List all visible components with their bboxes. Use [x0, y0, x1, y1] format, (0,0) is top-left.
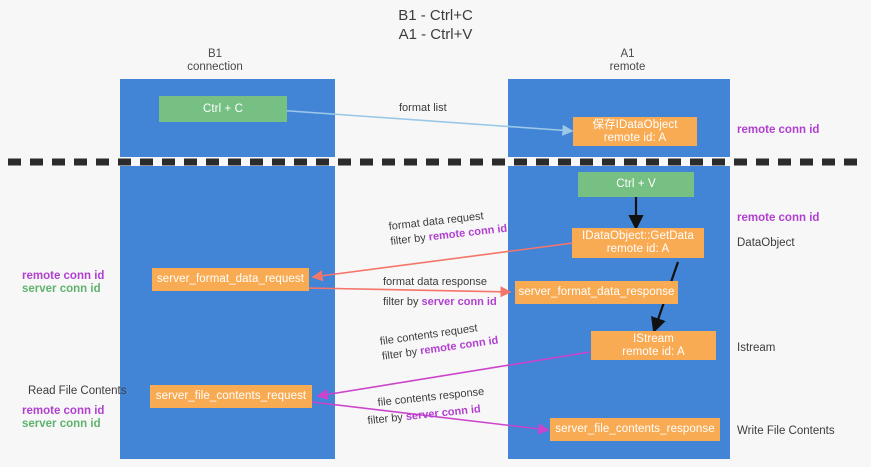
lane-b1-bottom — [120, 166, 335, 459]
left-label-remote-conn-id-2: remote conn id — [22, 405, 105, 417]
box-server-file-contents-response[interactable]: server_file_contents_response — [550, 418, 720, 441]
edge-label-group-format-data-request: format data request filter by remote con… — [388, 207, 508, 250]
column-header-b1: B1 connection — [187, 48, 243, 73]
filter-prefix: filter by — [366, 411, 407, 428]
column-header-a1: A1 remote — [609, 48, 646, 73]
left-label-server-conn-id: server conn id — [22, 283, 101, 295]
filter-key-server-conn-id: server conn id — [421, 296, 497, 308]
side-label-write-file-contents: Write File Contents — [737, 425, 835, 437]
left-label-remote-conn-id: remote conn id — [22, 270, 105, 282]
side-label-remote-conn-id-top: remote conn id — [737, 124, 820, 136]
box-save-idataobject[interactable]: 保存IDataObject remote id: A — [573, 117, 697, 146]
box-istream[interactable]: IStream remote id: A — [591, 331, 716, 360]
left-label-server-conn-id-2: server conn id — [22, 418, 101, 430]
edge-label-group-format-data-response: format data response filter by server co… — [383, 275, 497, 315]
side-label-remote-conn-id-mid: remote conn id — [737, 212, 820, 224]
filter-prefix: filter by — [389, 231, 430, 248]
edge-label-format-data-response-filter: filter by server conn id — [383, 289, 497, 315]
left-label-read-file-contents: Read File Contents — [28, 385, 127, 397]
filter-prefix: filter by — [383, 296, 422, 308]
side-label-istream: Istream — [737, 342, 776, 354]
filter-key-server-conn-id: server conn id — [405, 403, 482, 424]
page-title: B1 - Ctrl+C A1 - Ctrl+V — [398, 7, 473, 43]
edge-label-group-file-contents-request: file contents request filter by remote c… — [379, 319, 499, 365]
side-label-dataobject: DataObject — [737, 237, 795, 249]
edge-label-format-data-response: format data response — [383, 276, 487, 288]
box-server-format-data-response[interactable]: server_format_data_response — [515, 281, 678, 304]
box-server-file-contents-request[interactable]: server_file_contents_request — [150, 385, 312, 408]
box-ctrl-c[interactable]: Ctrl + C — [159, 96, 287, 122]
box-ctrl-v[interactable]: Ctrl + V — [578, 172, 694, 197]
box-server-format-data-request[interactable]: server_format_data_request — [152, 268, 309, 291]
filter-prefix: filter by — [381, 345, 422, 363]
edge-label-group-file-contents-response: file contents response filter by server … — [367, 385, 487, 430]
edge-label-format-list: format list — [399, 102, 447, 114]
box-idataobject-getdata[interactable]: IDataObject::GetData remote id: A — [572, 228, 704, 258]
lane-a1-bottom — [508, 166, 730, 459]
